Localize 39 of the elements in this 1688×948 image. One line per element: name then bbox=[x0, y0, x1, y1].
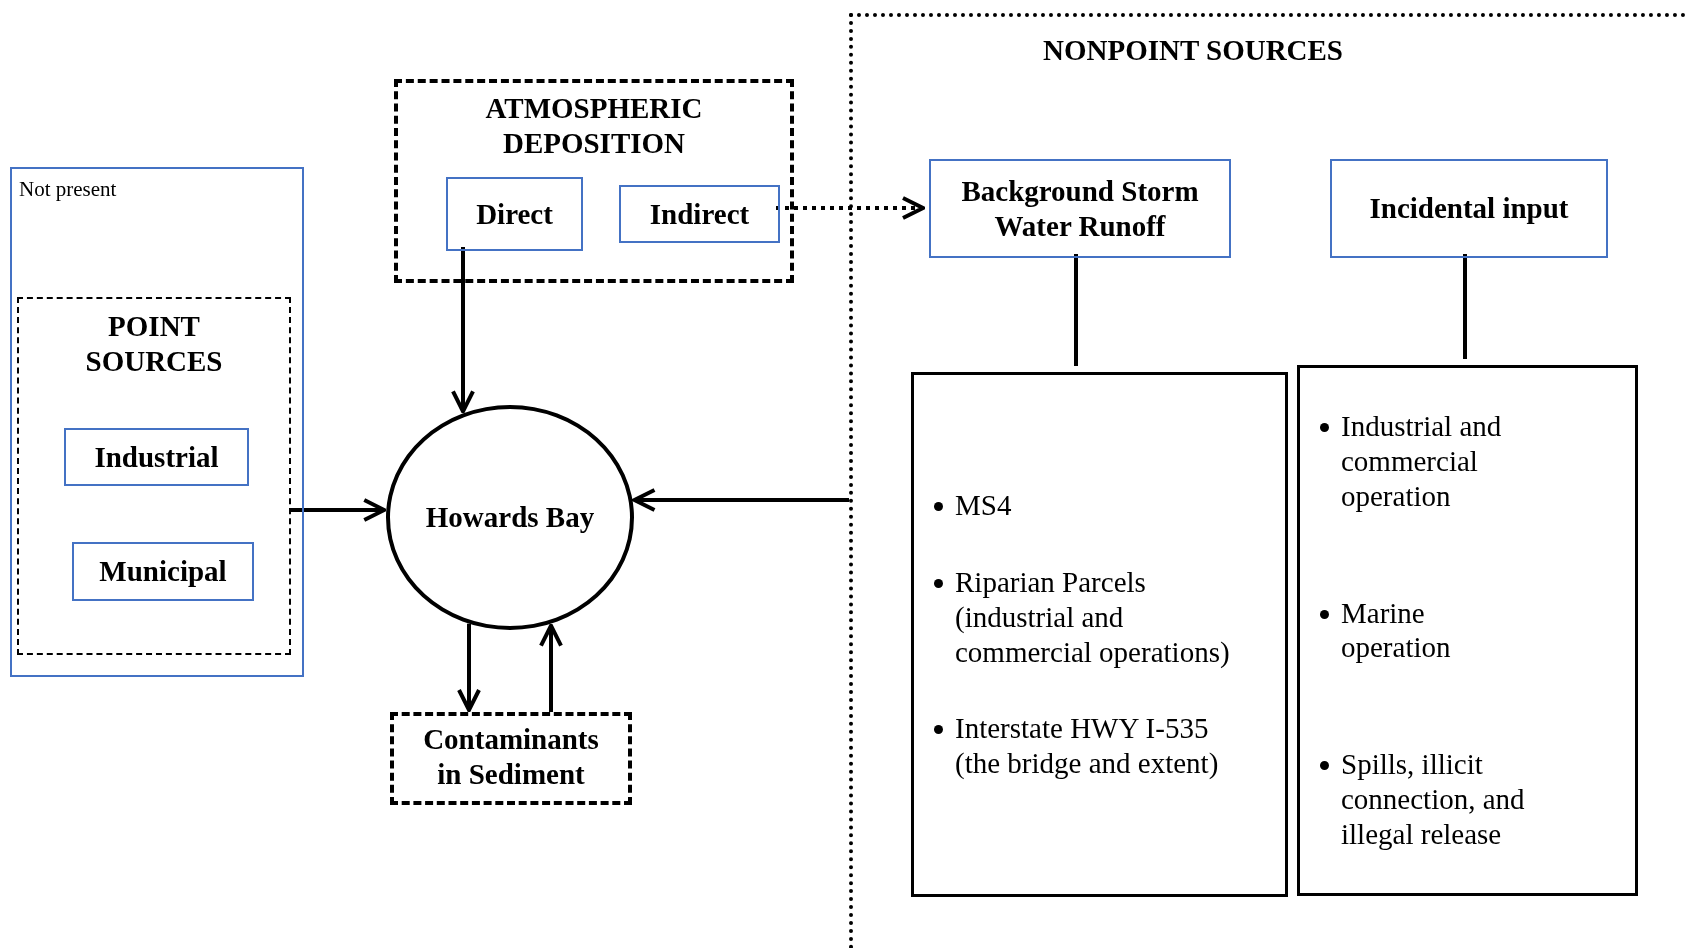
list-item: MS4 bbox=[955, 488, 1012, 523]
group-title: NONPOINT SOURCES bbox=[1043, 33, 1343, 68]
process-box bbox=[1330, 159, 1608, 258]
list-item: Riparian Parcels (industrial and commercial operations) bbox=[955, 564, 1231, 670]
list-item: Industrial and commercial operation bbox=[1341, 409, 1503, 514]
group-note: Not present bbox=[19, 177, 117, 203]
process-box bbox=[446, 177, 583, 251]
list-item: Marine operation bbox=[1341, 595, 1452, 666]
node-label: Direct bbox=[476, 196, 553, 232]
arrow bbox=[451, 247, 475, 414]
arrow bbox=[776, 196, 925, 220]
process-box bbox=[929, 159, 1231, 258]
group-title: ATMOSPHERIC DEPOSITION bbox=[484, 91, 704, 161]
arrow bbox=[632, 488, 849, 512]
node-label: Industrial bbox=[94, 439, 219, 475]
group-box bbox=[10, 167, 304, 677]
group-box bbox=[394, 79, 794, 283]
connector-line bbox=[1463, 254, 1467, 359]
process-box bbox=[64, 428, 249, 486]
list-box bbox=[911, 372, 1288, 897]
node-label: Background Storm Water Runoff bbox=[960, 173, 1200, 244]
node-label: Howards Bay bbox=[425, 500, 595, 535]
list-item: Spills, illicit connection, and illegal release bbox=[1341, 747, 1525, 852]
node-label: Incidental input bbox=[1369, 191, 1569, 226]
group-box bbox=[17, 297, 291, 655]
group-box bbox=[390, 712, 632, 805]
arrow bbox=[289, 498, 387, 522]
list-box bbox=[1297, 365, 1638, 896]
group-title: Contaminants in Sediment bbox=[422, 722, 600, 792]
node-label: Municipal bbox=[99, 554, 227, 589]
list-item: Interstate HWY I-535 (the bridge and extent) bbox=[955, 711, 1220, 781]
circle-node bbox=[386, 405, 634, 630]
group-title: POINT SOURCES bbox=[84, 309, 224, 379]
process-box bbox=[72, 542, 254, 601]
node-label: Indirect bbox=[649, 196, 750, 232]
connector-line bbox=[1074, 254, 1078, 366]
arrow bbox=[457, 623, 481, 712]
arrow bbox=[539, 623, 563, 712]
process-box bbox=[619, 185, 780, 243]
